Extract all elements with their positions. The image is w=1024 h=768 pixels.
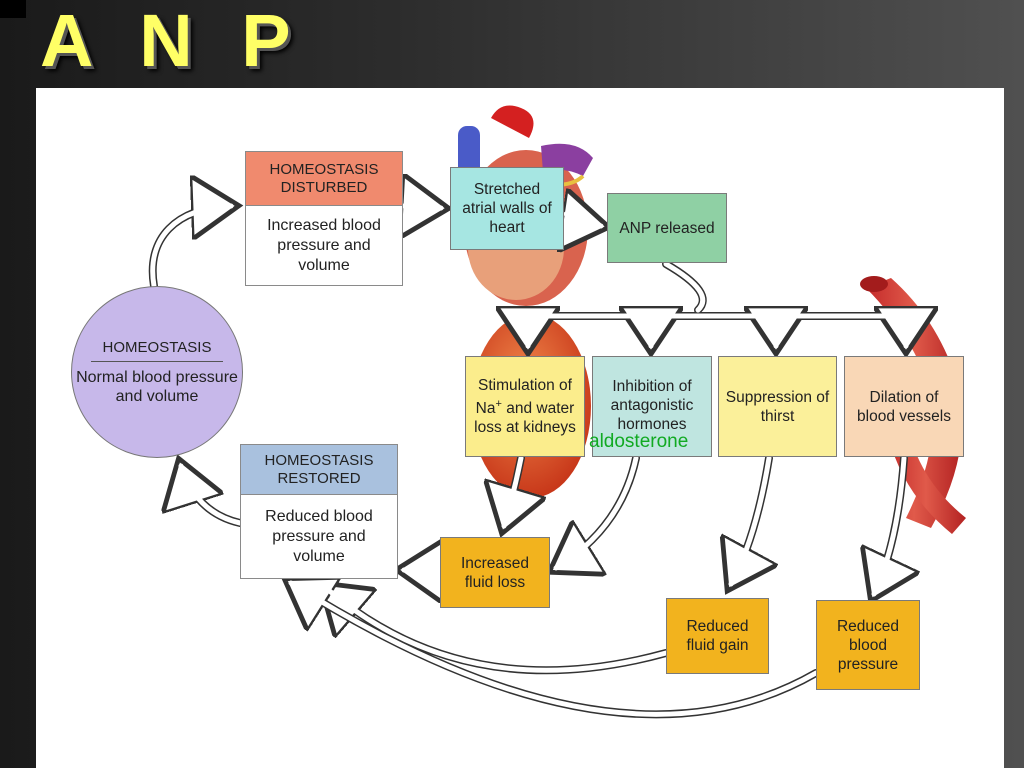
homeostasis-disturbed-box: HOMEOSTASIS DISTURBED Increased blood pr… (245, 151, 403, 286)
stretched-atrial-walls-box: Stretched atrial walls of heart (450, 167, 564, 250)
corner-mark (0, 0, 26, 18)
homeostasis-restored-heading: HOMEOSTASIS RESTORED (241, 445, 397, 495)
homeostasis-restored-box: HOMEOSTASIS RESTORED Reduced blood press… (240, 444, 398, 579)
increased-fluid-loss-box: Increased fluid loss (440, 537, 550, 608)
suppression-thirst-box: Suppression of thirst (718, 356, 837, 457)
anp-released-box: ANP released (607, 193, 727, 263)
homeostasis-disturbed-heading: HOMEOSTASIS DISTURBED (246, 152, 402, 206)
diagram-panel: HOMEOSTASIS DISTURBED Increased blood pr… (36, 88, 1004, 768)
homeostasis-disturbed-text: Increased blood pressure and volume (246, 206, 402, 285)
inhibition-hormones-box: Inhibition of antagonistic hormones (592, 356, 712, 457)
dilation-vessels-box: Dilation of blood vessels (844, 356, 964, 457)
reduced-fluid-gain-box: Reduced fluid gain (666, 598, 769, 674)
slide-title: A N P (40, 0, 305, 82)
stimulation-kidneys-box: Stimulation of Na+ and water loss at kid… (465, 356, 585, 457)
stimulation-kidneys-text: Stimulation of Na+ and water loss at kid… (474, 376, 576, 437)
homeostasis-circle: HOMEOSTASIS Normal blood pressure and vo… (71, 286, 243, 458)
aldosterone-annotation: aldosterone (589, 431, 689, 452)
reduced-blood-pressure-box: Reduced blood pressure (816, 600, 920, 690)
homeostasis-restored-text: Reduced blood pressure and volume (241, 495, 397, 578)
homeostasis-heading: HOMEOSTASIS (91, 339, 223, 362)
homeostasis-text: Normal blood pressure and volume (76, 368, 238, 405)
